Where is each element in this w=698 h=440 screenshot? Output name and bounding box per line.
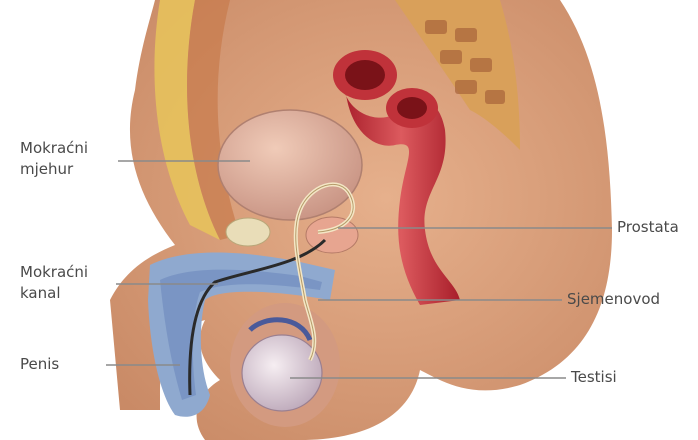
label-vas-deferens: Sjemenovod <box>567 289 660 310</box>
label-prostate: Prostata <box>617 217 679 238</box>
label-bladder: Mokraćni mjehur <box>20 138 88 180</box>
label-penis: Penis <box>20 354 59 375</box>
label-testes: Testisi <box>571 367 617 388</box>
label-urethra: Mokraćni kanal <box>20 262 88 304</box>
